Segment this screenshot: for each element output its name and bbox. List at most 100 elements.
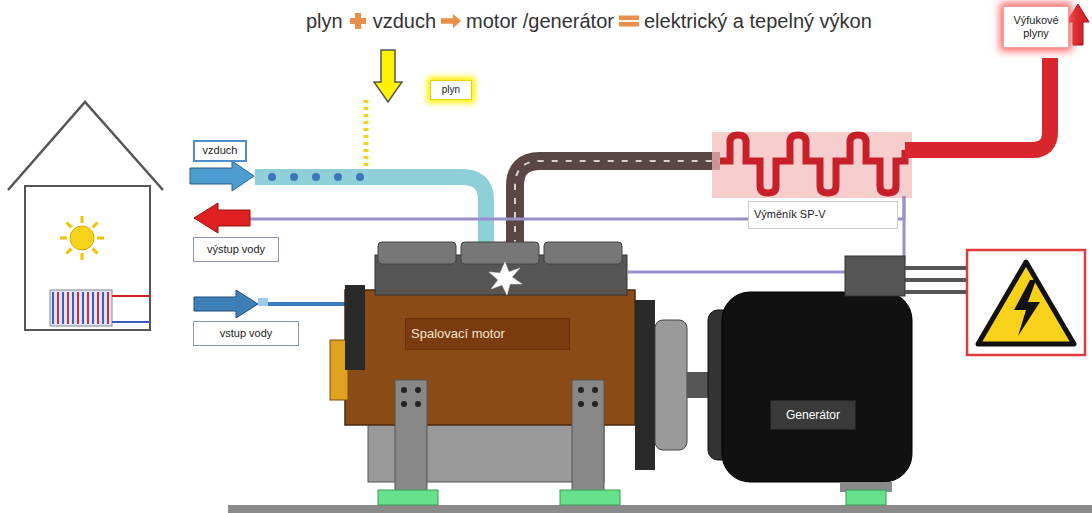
radiator (50, 290, 150, 326)
radiator-part (50, 290, 112, 326)
radiator-part-part (107, 292, 109, 324)
combustion-engine-part (378, 490, 438, 505)
gas-supply (366, 50, 402, 180)
spark-symbol (489, 262, 522, 295)
combustion-engine-part-part (415, 387, 421, 393)
combustion-engine-part-part (578, 387, 584, 393)
radiator-part (112, 295, 150, 297)
generator (708, 256, 967, 505)
sun-symbol-part (60, 216, 104, 260)
air-pipe-part (190, 161, 254, 191)
radiator-part-part (57, 292, 59, 324)
combustion-engine-part (401, 387, 598, 407)
generator-part (905, 268, 967, 292)
exhaust-pipe (515, 161, 720, 246)
sun-symbol-part-part (97, 237, 104, 240)
air-box: vzduch (193, 140, 247, 162)
radiator-part-part (87, 292, 89, 324)
node-text: Výměník SP-V (754, 208, 826, 221)
radiator-part (112, 321, 150, 323)
combustion-engine-part-part (592, 401, 598, 407)
heat-exchanger-part (712, 132, 912, 198)
water-lines-part (194, 203, 250, 233)
exchanger-box: Výměník SP-V (748, 201, 898, 229)
air-pipe-part (268, 173, 364, 181)
combustion-engine-part-part (415, 401, 421, 407)
air-pipe-part-part (356, 173, 364, 181)
exhaust-box: Výfukové plyny (1003, 6, 1069, 48)
title-row: plynvzduchmotor /generátorelektrický a t… (306, 6, 872, 36)
water-out-box: výstup vody (193, 237, 279, 262)
title-symbol (347, 11, 369, 31)
water-lines-part (258, 298, 268, 306)
title-symbol (440, 11, 462, 31)
gas-supply-part (374, 50, 402, 102)
exhaust-pipe-part (515, 161, 720, 246)
combustion-engine-part-part (592, 387, 598, 393)
generator-label-box: Generátor (770, 400, 856, 430)
node-text: Generátor (786, 408, 840, 422)
sun-symbol-part-part (66, 249, 71, 254)
heat-exchanger-part (1067, 4, 1089, 45)
radiator-part-part (52, 292, 54, 324)
base-plate (228, 505, 1092, 513)
node-text: plyn (442, 84, 460, 96)
generator-part-part (905, 266, 967, 270)
node-text: vzduch (203, 144, 238, 157)
combustion-engine-part-part (578, 401, 584, 407)
heat-exchanger-part (720, 135, 905, 193)
electric-warning-sign (967, 250, 1085, 355)
radiator-part-part (67, 292, 69, 324)
title-symbol (618, 11, 640, 31)
sun-symbol (60, 216, 104, 260)
radiator-part-part (72, 292, 74, 324)
title-word: plyn (306, 10, 343, 33)
water-in-box: vstup vody (193, 321, 299, 346)
sun-symbol-part-part (66, 222, 71, 227)
combustion-engine-part (395, 380, 427, 492)
generator-part (846, 490, 886, 505)
radiator-part-part (77, 292, 79, 324)
gas-supply-part (364, 100, 369, 180)
node-text: Výfukové plyny (1009, 14, 1063, 40)
electric-warning-sign-part (1014, 280, 1040, 336)
electric-warning-sign-part (978, 262, 1074, 344)
node-text: Spalovací motor (411, 326, 505, 342)
sun-symbol-part (70, 226, 94, 250)
air-pipe-part-part (290, 173, 298, 181)
sun-symbol-part-part (81, 216, 84, 223)
generator-part-part (905, 290, 967, 294)
sun-symbol-part-part (81, 253, 84, 260)
combustion-engine-part (461, 242, 539, 264)
combustion-engine-part (544, 242, 622, 264)
radiator-part-part (97, 292, 99, 324)
sun-symbol-part-part (93, 249, 98, 254)
combustion-engine-part (560, 490, 620, 505)
air-pipe-part (255, 177, 486, 246)
radiator-part-part (102, 292, 104, 324)
title-word: elektrický a tepelný výkon (644, 10, 872, 33)
house-part (8, 102, 163, 190)
heat-exchanger (712, 4, 1089, 198)
generator-part (722, 292, 912, 482)
air-pipe-part-part (268, 173, 276, 181)
electric-warning-sign-part (967, 250, 1085, 355)
air-pipe (190, 161, 486, 246)
combustion-engine (330, 242, 712, 505)
exhaust-pipe-part (515, 161, 720, 246)
sun-symbol-part-part (60, 237, 67, 240)
house (8, 102, 163, 330)
air-pipe-part-part (312, 173, 320, 181)
water-lines-part (258, 302, 345, 306)
node-text: vstup vody (220, 327, 273, 340)
generator-part (845, 256, 905, 296)
house-part (25, 186, 150, 330)
combustion-engine-part (345, 285, 365, 370)
gas-box: plyn (430, 80, 472, 100)
generator-part-part (905, 278, 967, 282)
combustion-engine-part-part (401, 401, 407, 407)
heat-exchanger-part (905, 58, 1050, 150)
air-pipe-part-part (334, 173, 342, 181)
